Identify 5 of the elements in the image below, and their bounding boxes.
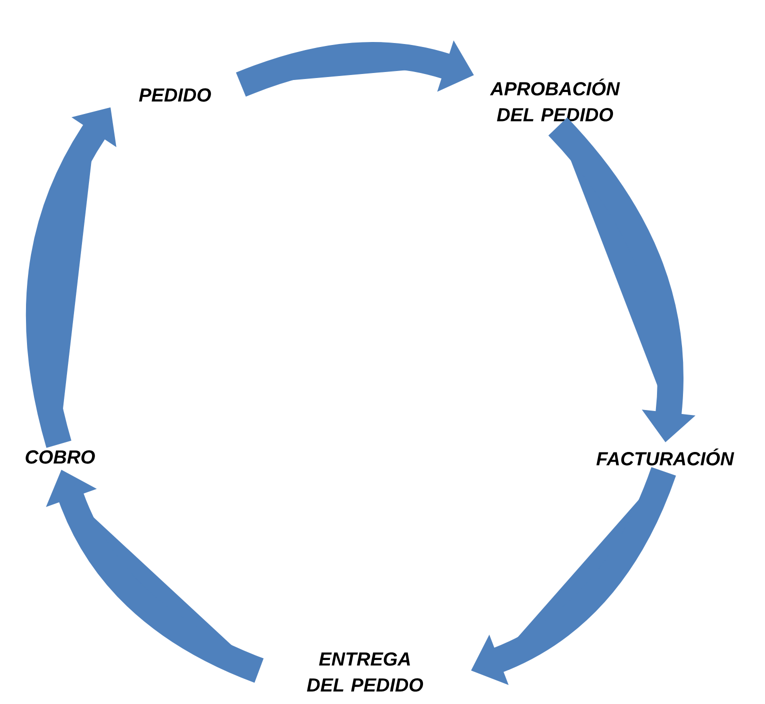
step-label: COBRO bbox=[26, 450, 95, 464]
step-label: APROBACIÓN DEL PEDIDO bbox=[490, 78, 620, 122]
step-label: PEDIDO bbox=[139, 88, 211, 102]
step-label: FACTURACIÓN bbox=[596, 448, 734, 466]
step-label: ENTREGA DEL PEDIDO bbox=[306, 652, 424, 692]
